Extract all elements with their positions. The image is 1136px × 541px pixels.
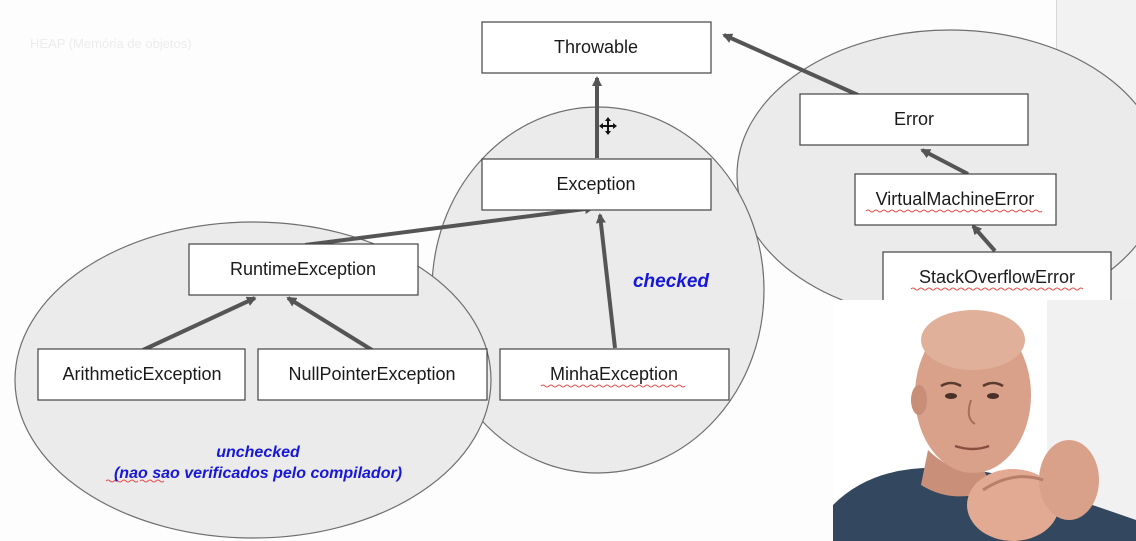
unchecked-label: unchecked [216, 444, 301, 461]
heap-caption: HEAP (Memória de objetos) [30, 36, 192, 51]
spellcheck-underline [105, 479, 139, 483]
presenter-video [833, 300, 1136, 541]
spellcheck-underline [865, 209, 1043, 213]
stack-overflow-error-box [882, 251, 1112, 304]
exception-box [481, 158, 712, 211]
arrow-arithmetic-to-runtime [142, 296, 257, 352]
throwable-box [481, 21, 712, 74]
minha-exception-box [499, 348, 730, 401]
arrow-minha-to-exception [595, 213, 617, 349]
spellcheck-underline [910, 287, 1084, 291]
runtime-exception-label: RuntimeException [230, 259, 376, 279]
spellcheck-underline [540, 384, 686, 388]
checked-label: checked [633, 271, 709, 292]
virtual-machine-error-label: VirtualMachineError [876, 189, 1035, 209]
throwable-label: Throwable [554, 37, 638, 57]
arrow-runtime-to-exception [304, 204, 595, 247]
arrow-nullpointer-to-runtime [286, 296, 374, 352]
arrow-vmerror-to-error [920, 148, 969, 176]
arrow-stackoverflow-to-vmerror [971, 224, 997, 253]
virtual-machine-error-box [854, 173, 1057, 226]
arithmetic-exception-label: ArithmeticException [62, 364, 221, 384]
runtime-exception-box [188, 243, 419, 296]
move-cursor-icon [599, 117, 617, 135]
arrow-error-to-throwable [722, 33, 859, 97]
stack-overflow-error-label: StackOverflowError [919, 267, 1075, 287]
arithmetic-exception-box [37, 348, 246, 401]
unchecked-note: (nao sao verificados pelo compilador) [114, 465, 402, 482]
unchecked-region [14, 221, 492, 539]
null-pointer-exception-label: NullPointerException [288, 364, 455, 384]
spellcheck-underline [139, 479, 165, 483]
null-pointer-exception-box [257, 348, 488, 401]
error-box [799, 93, 1029, 146]
minha-exception-label: MinhaException [550, 364, 678, 384]
presenter-webcam [833, 300, 1136, 541]
error-label: Error [894, 109, 934, 129]
exception-label: Exception [556, 174, 635, 194]
